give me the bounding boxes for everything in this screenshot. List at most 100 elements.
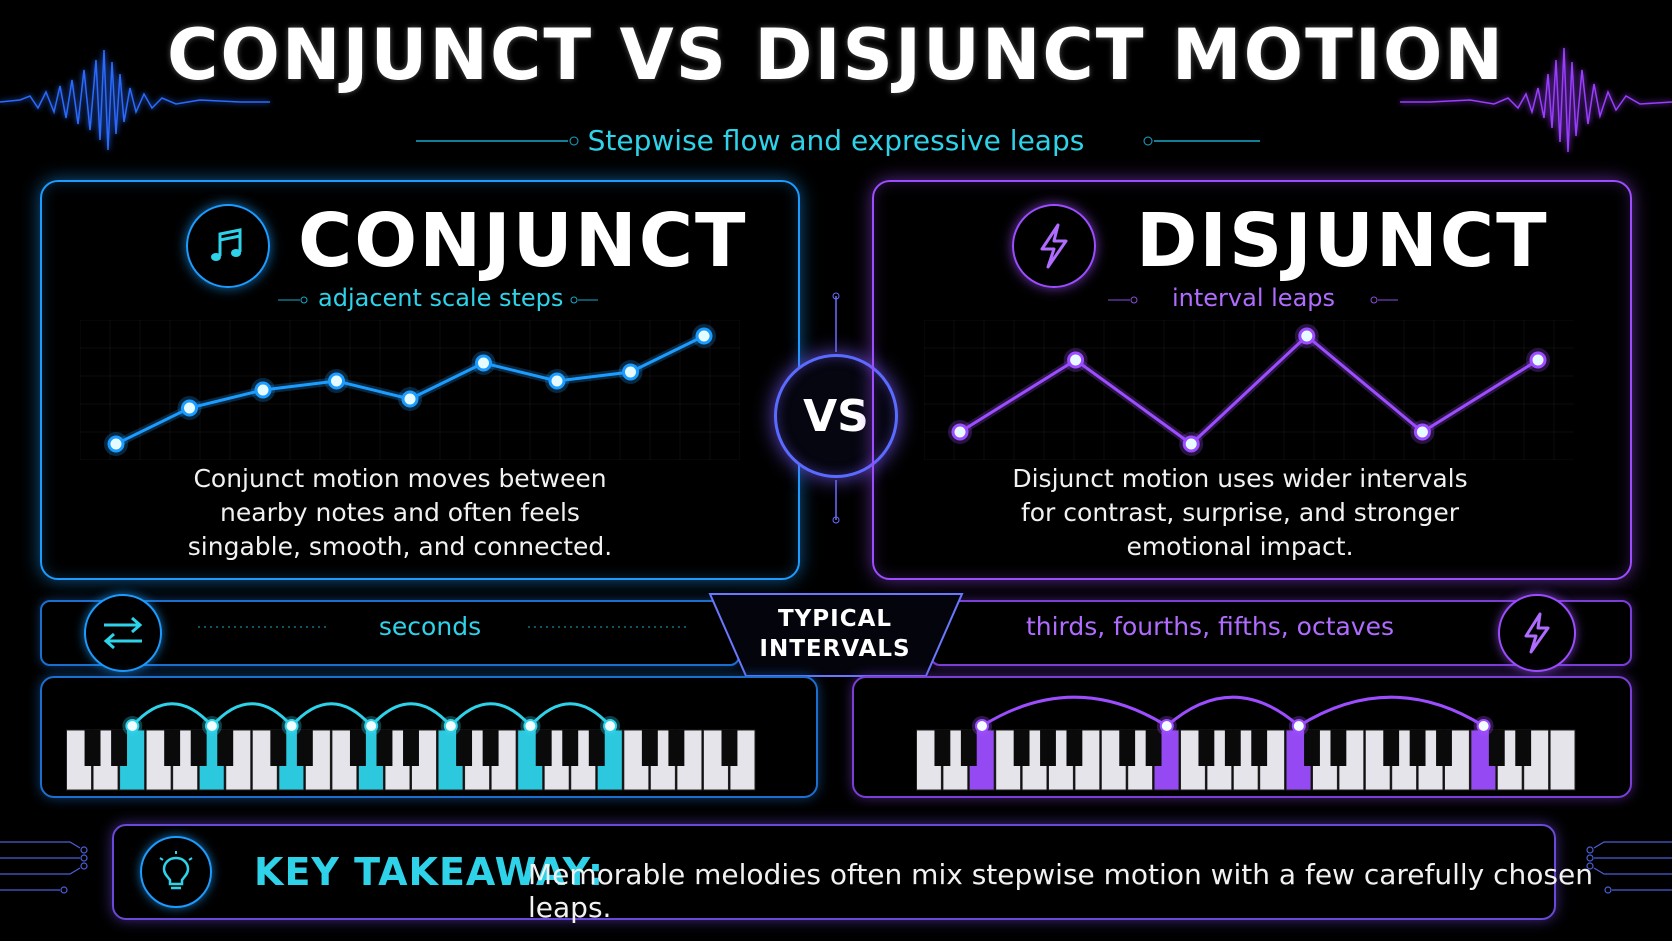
disjunct-piano-interval-arc xyxy=(1298,695,1485,728)
arrows-exchange-icon xyxy=(84,594,162,672)
disjunct-piano-black-key xyxy=(1515,730,1532,766)
conjunct-piano xyxy=(66,702,756,791)
conjunct-piano-interval-arc xyxy=(370,702,452,727)
disjunct-piano-black-key xyxy=(960,730,977,766)
conjunct-melody-point xyxy=(475,354,492,372)
conjunct-description: Conjunct motion moves between nearby not… xyxy=(120,462,680,564)
key-takeaway-label: KEY TAKEAWAY: xyxy=(254,850,605,894)
lightning-bolt-icon xyxy=(1498,594,1576,672)
conjunct-piano-interval-arc xyxy=(210,702,293,727)
conjunct-piano-black-key xyxy=(270,730,287,766)
conjunct-melody-point xyxy=(622,363,639,381)
disjunct-piano-black-key xyxy=(1251,730,1268,766)
conjunct-piano-note-dot xyxy=(523,719,538,733)
disjunct-description-line: Disjunct motion uses wider intervals xyxy=(1012,464,1468,493)
lightning-bolt-icon xyxy=(1012,204,1096,288)
conjunct-piano-note-dot xyxy=(364,719,379,733)
disjunct-piano-black-key xyxy=(1488,730,1505,766)
conjunct-melody-point xyxy=(695,327,713,345)
conjunct-piano-black-key xyxy=(164,730,181,766)
conjunct-piano-black-key xyxy=(376,730,393,766)
conjunct-piano-black-key xyxy=(111,730,128,766)
disjunct-typical-intervals: thirds, fourths, fifths, octaves xyxy=(1025,612,1395,641)
waveform-left xyxy=(0,49,270,151)
page-subtitle: Stepwise flow and expressive leaps xyxy=(587,124,1085,157)
conjunct-piano-note-dot xyxy=(125,719,140,733)
disjunct-panel xyxy=(872,180,1632,580)
conjunct-piano-black-key xyxy=(217,730,234,766)
lightbulb-icon xyxy=(140,836,212,908)
conjunct-piano-note-dot xyxy=(603,719,618,733)
conjunct-piano-black-key xyxy=(296,730,313,766)
disjunct-piano-note-dot xyxy=(1291,719,1306,733)
conjunct-melody-point xyxy=(107,435,125,453)
page-title: CONJUNCT VS DISJUNCT MOTION xyxy=(167,14,1505,96)
waveform-right xyxy=(1400,47,1672,153)
conjunct-melody-point xyxy=(548,372,566,390)
vs-badge: VS xyxy=(774,354,898,478)
conjunct-melody-point xyxy=(254,381,272,399)
conjunct-piano-black-key xyxy=(190,730,207,766)
disjunct-piano-note-dot xyxy=(1476,719,1491,733)
conjunct-typical-intervals: seconds xyxy=(378,612,482,641)
disjunct-description: Disjunct motion uses wider intervals for… xyxy=(980,462,1500,564)
disjunct-melody-point xyxy=(951,423,969,441)
music-note-icon xyxy=(186,204,270,288)
disjunct-piano-note-dot xyxy=(1159,719,1174,733)
conjunct-piano-black-key xyxy=(535,730,552,766)
disjunct-piano-panel xyxy=(852,676,1632,798)
conjunct-piano-note-dot xyxy=(443,719,458,733)
disjunct-piano-black-key xyxy=(1198,730,1215,766)
disjunct-piano-black-key xyxy=(1330,730,1347,766)
disjunct-piano-black-key xyxy=(1066,730,1083,766)
conjunct-piano-panel xyxy=(40,676,818,798)
disjunct-piano-interval-arc xyxy=(981,695,1168,728)
disjunct-piano-black-key xyxy=(1383,730,1400,766)
disjunct-piano-interval-arc xyxy=(1165,695,1300,728)
disjunct-piano xyxy=(916,695,1576,791)
conjunct-piano-note-dot xyxy=(284,719,299,733)
conjunct-description-line: Conjunct motion moves between xyxy=(193,464,607,493)
typical-intervals-label-line: INTERVALS xyxy=(759,636,911,662)
disjunct-subhead-lines xyxy=(1108,296,1398,304)
disjunct-melody-point xyxy=(1529,351,1547,369)
conjunct-piano-black-key xyxy=(84,730,101,766)
disjunct-piano-black-key xyxy=(1119,730,1136,766)
disjunct-piano-white-key xyxy=(1549,729,1576,791)
conjunct-subheading: adjacent scale steps xyxy=(318,284,564,312)
conjunct-piano-note-dot xyxy=(204,719,219,733)
conjunct-subhead-lines xyxy=(278,296,598,304)
conjunct-piano-interval-arc xyxy=(290,702,373,727)
disjunct-subheading: interval leaps xyxy=(1172,284,1336,312)
typical-intervals-label-line: TYPICAL xyxy=(777,606,893,632)
disjunct-melody-point xyxy=(1413,423,1431,441)
conjunct-piano-black-key xyxy=(349,730,366,766)
conjunct-piano-interval-arc xyxy=(449,702,532,727)
disjunct-melody-chart xyxy=(924,320,1574,460)
conjunct-melody-chart xyxy=(80,320,740,460)
conjunct-interval-dotted-lines xyxy=(198,626,690,628)
disjunct-heading: DISJUNCT xyxy=(1136,198,1549,284)
typical-intervals-label: TYPICAL INTERVALS xyxy=(740,604,930,664)
conjunct-description-line: singable, smooth, and connected. xyxy=(187,532,613,561)
disjunct-melody-point xyxy=(1298,327,1316,345)
disjunct-piano-black-key xyxy=(934,730,951,766)
conjunct-piano-black-key xyxy=(588,730,605,766)
conjunct-description-line: nearby notes and often feels xyxy=(220,498,580,527)
conjunct-piano-black-key xyxy=(562,730,579,766)
disjunct-piano-black-key xyxy=(1436,730,1452,766)
conjunct-melody-point xyxy=(181,399,198,417)
conjunct-piano-black-key xyxy=(721,730,738,766)
disjunct-piano-black-key xyxy=(1145,730,1162,766)
disjunct-melody-point xyxy=(1182,435,1200,453)
disjunct-piano-black-key xyxy=(1040,730,1056,766)
disjunct-description-line: for contrast, surprise, and stronger xyxy=(1020,498,1460,527)
disjunct-piano-black-key xyxy=(1224,730,1241,766)
disjunct-melody-line xyxy=(959,334,1539,446)
disjunct-piano-black-key xyxy=(1409,730,1426,766)
disjunct-piano-black-key xyxy=(1013,730,1030,766)
conjunct-piano-black-key xyxy=(456,730,473,766)
conjunct-piano-black-key xyxy=(403,730,419,766)
conjunct-melody-point xyxy=(401,390,419,408)
disjunct-description-line: emotional impact. xyxy=(1126,532,1354,561)
